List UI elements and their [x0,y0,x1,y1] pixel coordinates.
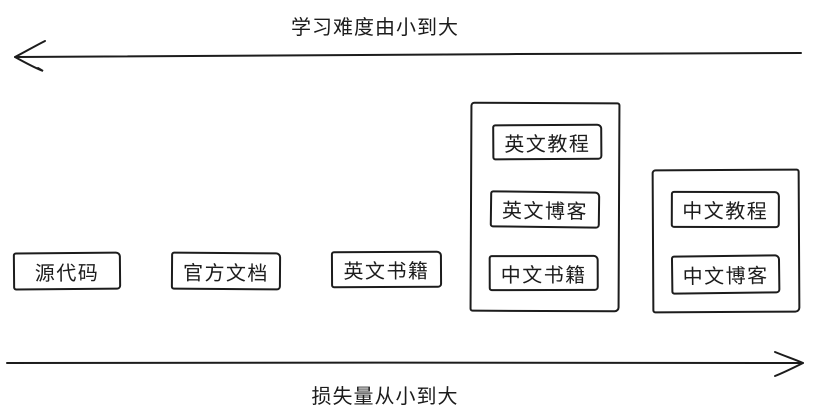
group-box-english-resources: 英文教程 英文博客 中文书籍 [469,101,621,313]
top-arrow-label: 学习难度由小到大 [291,17,459,39]
box-english-tutorials: 英文教程 [492,123,603,161]
right-arrowhead-icon [774,351,804,364]
left-arrow [14,40,802,72]
right-arrowhead-icon [774,362,804,377]
right-arrow [6,351,804,377]
box-english-books: 英文书籍 [330,250,443,289]
box-english-blogs: 英文博客 [489,190,601,229]
box-official-docs: 官方文档 [170,251,282,291]
bottom-arrow-label: 损失量从小到大 [311,386,459,408]
left-arrowhead-icon [14,56,44,72]
box-chinese-tutorials: 中文教程 [670,190,780,229]
box-source-code: 源代码 [12,251,122,291]
left-arrowhead-icon [14,40,46,58]
box-chinese-books: 中文书籍 [488,254,599,292]
left-arrow-line [15,52,802,58]
group-box-chinese-resources: 中文教程 中文博客 [651,168,801,314]
box-chinese-blogs: 中文博客 [670,254,781,295]
